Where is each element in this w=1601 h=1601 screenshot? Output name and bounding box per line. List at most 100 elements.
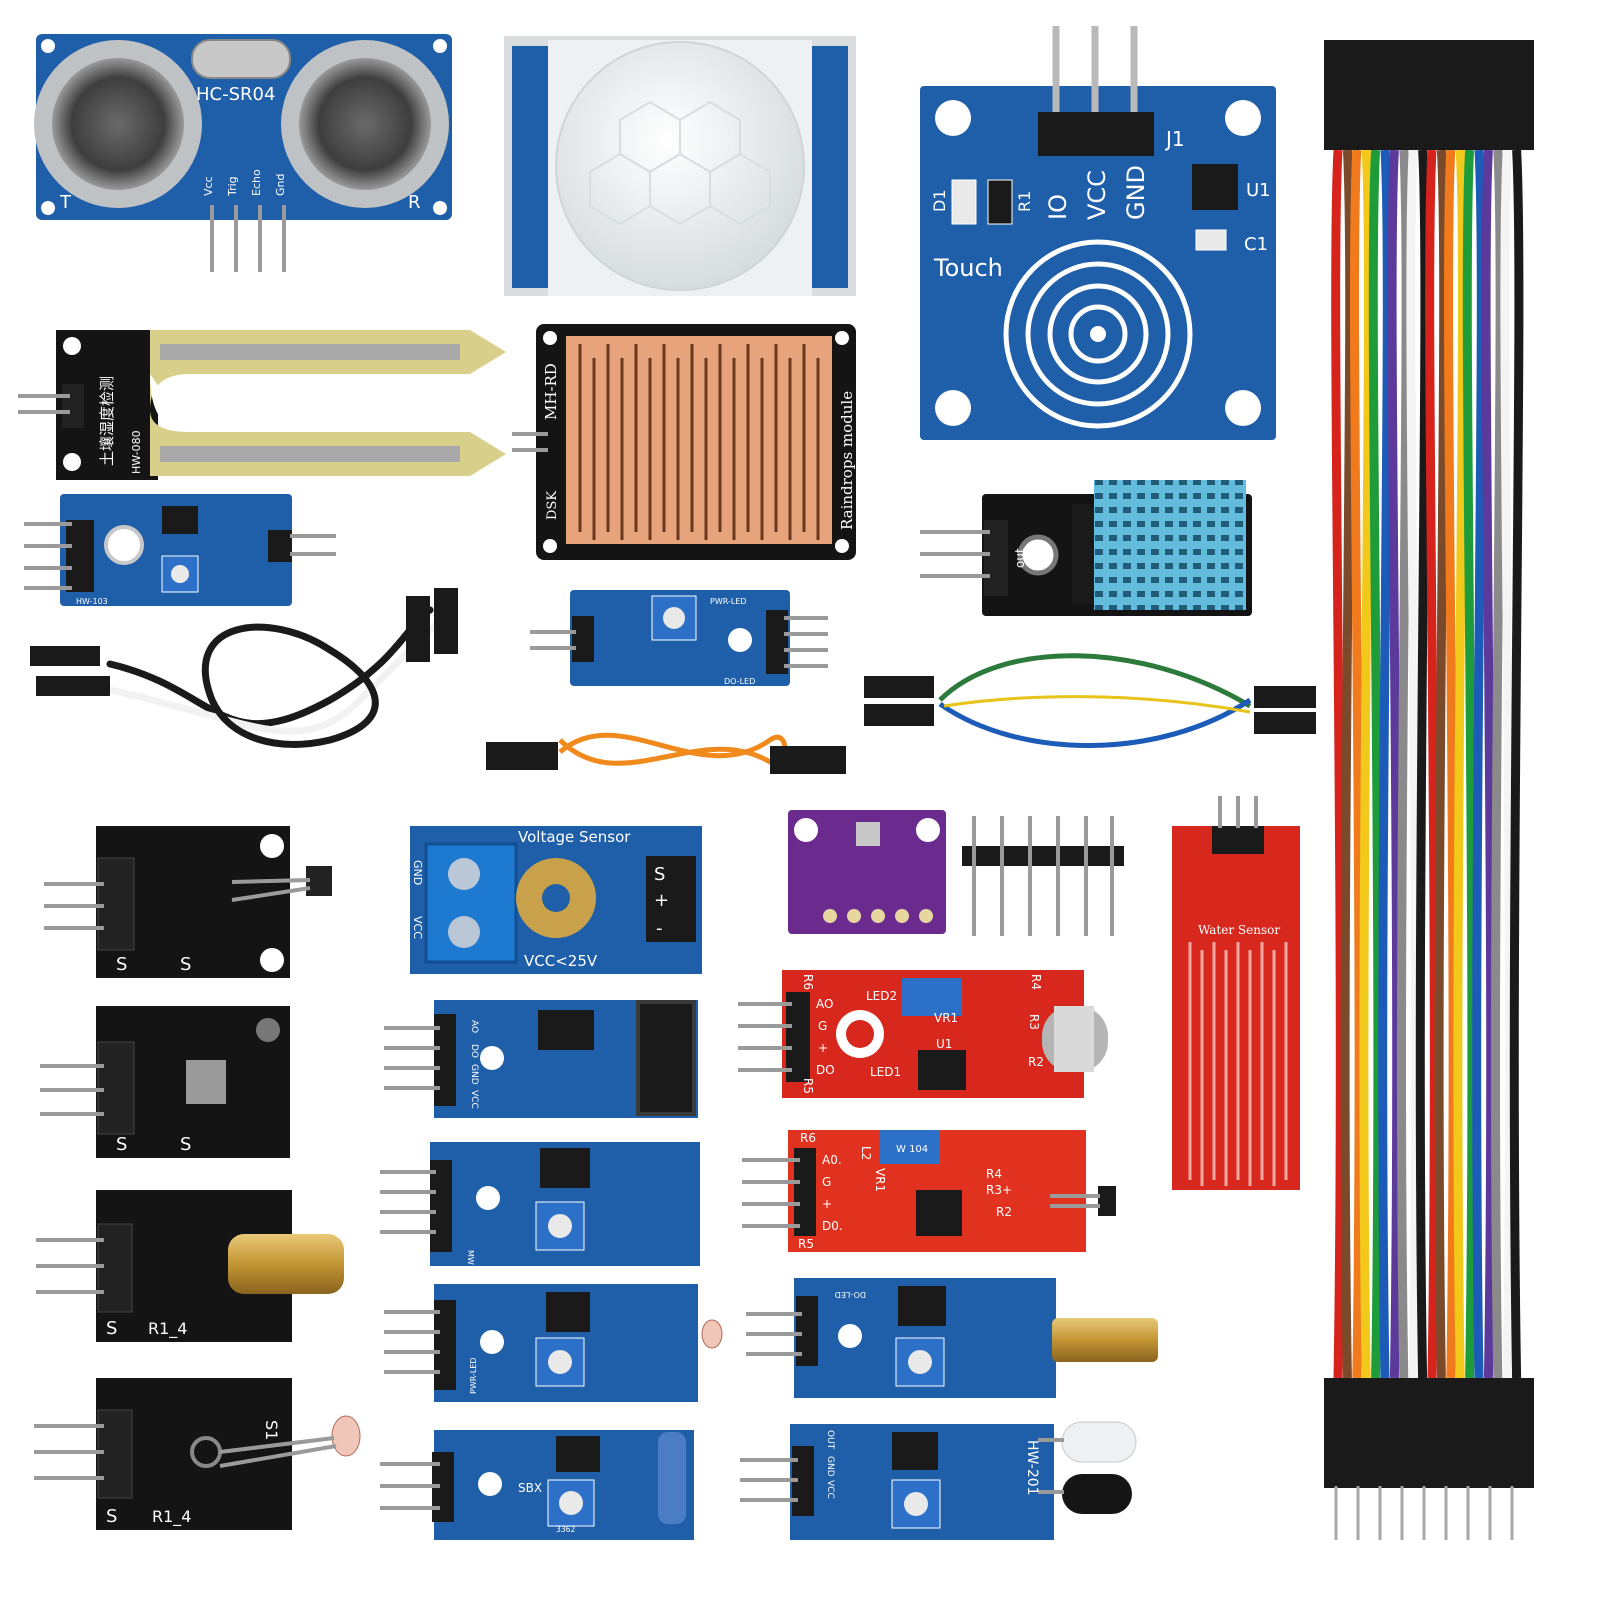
jumper-wire (1340, 149, 1355, 1379)
voltage-minus-label: - (656, 918, 663, 939)
hall-pot-label: W 104 (896, 1144, 928, 1155)
mic-u1-label: U1 (936, 1037, 952, 1051)
hall-pin-g: G (822, 1175, 831, 1189)
ir-pin-out: OUT (825, 1430, 835, 1450)
bm1-pin-gnd: GND (469, 1064, 479, 1085)
male-pin-header (962, 816, 1124, 936)
mic-vr1-label: VR1 (934, 1011, 958, 1025)
rain-module-label: Raindrops module (838, 391, 856, 530)
touch-pin-vcc: VCC (1083, 170, 1111, 220)
jumper-wire (1509, 149, 1524, 1379)
microphone-sound-module: AO G + DO LED2 LED1 VR1 U1 R2 R3 R4 R5 R… (738, 970, 1108, 1098)
ky-hall-s-label: S (116, 954, 127, 975)
switch-sensor-module: HW-103 (24, 494, 336, 606)
hall-r2-label: R2 (996, 1205, 1012, 1219)
soil-model-label: HW-080 (130, 430, 143, 474)
jumper-wire (1368, 149, 1383, 1379)
voltage-vcc-limit: VCC<25V (524, 952, 598, 970)
ultrasonic-pin-echo: Echo (250, 169, 263, 196)
voltage-plus-label: + (654, 890, 669, 911)
mic-r2-label: R2 (1028, 1055, 1044, 1069)
touch-sensor-module: J1 U1 C1 D1 R1 IO VCC GND Touch (920, 26, 1276, 440)
jumper-wire (1359, 149, 1374, 1379)
touch-j1-label: J1 (1164, 127, 1185, 151)
jumper-wire (1331, 149, 1345, 1379)
water-level-sensor: Water Sensor (1172, 796, 1300, 1190)
jumper-wire (1472, 149, 1486, 1379)
dht11-temperature-humidity-sensor: out (920, 480, 1252, 616)
tilt-switch-module: SBX 3362 (380, 1430, 694, 1540)
jumper-wire (1378, 149, 1392, 1379)
touch-pin-gnd: GND (1122, 165, 1150, 220)
jumper-wire (1481, 149, 1496, 1379)
touch-title: Touch (933, 254, 1003, 282)
photoresistor-module: PWR-LED (384, 1284, 723, 1402)
soil-moisture-sensor: 土壤湿度检测 HW-080 (18, 330, 506, 480)
ky-photo-s-label: S (106, 1506, 117, 1527)
touch-pin-io: IO (1044, 194, 1072, 220)
soil-cn-label: 土壤湿度检测 (98, 376, 116, 466)
voltage-s-label: S (654, 864, 665, 885)
ultrasonic-model-label: HC-SR04 (196, 84, 275, 105)
ky-hall-s2-label: S (180, 954, 191, 975)
ir-obstacle-module: HW-201 OUT GND VCC (740, 1421, 1137, 1540)
jumper-wire (1425, 149, 1439, 1379)
touch-d1-label: D1 (930, 190, 949, 213)
jumper-wire (1462, 149, 1477, 1379)
ky-laser-r1-label: R1_4 (148, 1319, 187, 1339)
hall-pin-plus: + (822, 1197, 832, 1211)
jumper-wire (1349, 149, 1364, 1379)
ultrasonic-sensor-module: HC-SR04 T R Vcc Trig Echo Gnd (34, 34, 452, 272)
center-pwr-led-label: PWR-LED (710, 597, 747, 606)
ky-ir-s2-label: S (180, 1134, 191, 1155)
jumper-wire (1434, 149, 1449, 1379)
bm1-pin-do: DO (469, 1044, 479, 1058)
blue-module-1: AO DO GND VCC (384, 1000, 698, 1118)
ky-hall-module: S S (44, 826, 332, 978)
bm2-mw-label: MW (466, 1250, 475, 1265)
touch-r1-label: R1 (1015, 191, 1034, 212)
hall-r6-label: R6 (800, 1131, 816, 1145)
jumper-wire (1500, 149, 1515, 1379)
ir-pin-vcc: VCC (825, 1480, 835, 1499)
mic-r3-label: R3 (1027, 1014, 1041, 1030)
mic-pin-do: DO (816, 1063, 835, 1077)
rain-model-label: MH-RD (542, 363, 560, 420)
tilt-sbx-label: SBX (518, 1481, 542, 1495)
ultrasonic-r-label: R (408, 192, 421, 213)
bm1-pin-vcc: VCC (469, 1090, 479, 1109)
center-do-led-label: DO-LED (724, 677, 755, 686)
voltage-gnd-label: GND (411, 860, 424, 885)
mic-r6-label: R6 (801, 974, 815, 990)
ky-ir-receiver-module: S S (40, 1006, 290, 1158)
purple-pressure-sensor-module (788, 810, 946, 934)
ky-ir-s-label: S (116, 1134, 127, 1155)
ultrasonic-pin-gnd: Gnd (274, 174, 287, 196)
voltage-title: Voltage Sensor (518, 828, 631, 846)
touch-c1-label: C1 (1244, 234, 1268, 255)
voltage-vcc-label: VCC (411, 916, 424, 939)
sensor-module-center-small: PWR-LED DO-LED (530, 590, 828, 686)
tilt-pot-label: 3362 (556, 1525, 575, 1534)
water-title: Water Sensor (1198, 923, 1280, 937)
switch-model-label: HW-103 (76, 597, 108, 606)
jumper-wire (1387, 149, 1402, 1379)
touch-u1-label: U1 (1246, 180, 1271, 201)
raindrops-sensor: MH-RD DSK Raindrops module (512, 324, 856, 560)
blue-module-2: MW (380, 1142, 700, 1266)
hall-pin-d0: D0. (822, 1219, 843, 1233)
analog-temperature-module: A0. G + D0. R6 R5 R4 R3+ R2 L2 VR1 W 104 (742, 1130, 1116, 1252)
mic-pin-g: G (818, 1019, 827, 1033)
ir-model-label: HW-201 (1024, 1440, 1040, 1496)
dupont-cable-blue-green (864, 653, 1316, 748)
dupont-cable-orange (486, 732, 846, 774)
rainbow-jumper-bundle (1324, 40, 1534, 1540)
jumper-wire (1415, 149, 1430, 1379)
dupont-cable-black-white (30, 588, 458, 748)
jumper-wire (1453, 149, 1468, 1379)
ky-laser-module: S R1_4 (36, 1190, 344, 1342)
hall-pin-a0: A0. (822, 1153, 842, 1167)
hall-l2-label: L2 (859, 1146, 873, 1160)
ky-photoresistor-module: S R1_4 S1 (34, 1378, 361, 1530)
vib-do-led-label: DO-LED (835, 1290, 866, 1299)
